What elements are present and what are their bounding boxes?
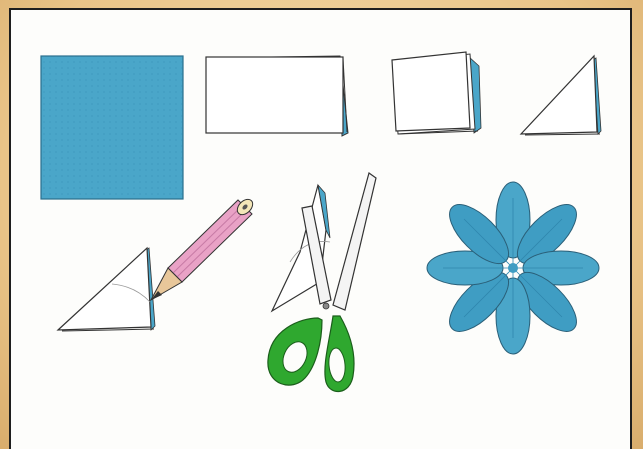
step-folded-rectangle — [206, 56, 348, 136]
step-finished-flower — [427, 182, 599, 354]
step-folded-small-square — [392, 52, 481, 134]
step-scissors-cutting — [268, 173, 376, 392]
step-blue-square — [41, 56, 183, 199]
step-folded-triangle — [521, 56, 601, 135]
flower-icon — [427, 182, 599, 354]
step-triangle-with-pencil — [58, 196, 256, 331]
pencil-icon — [151, 196, 256, 300]
